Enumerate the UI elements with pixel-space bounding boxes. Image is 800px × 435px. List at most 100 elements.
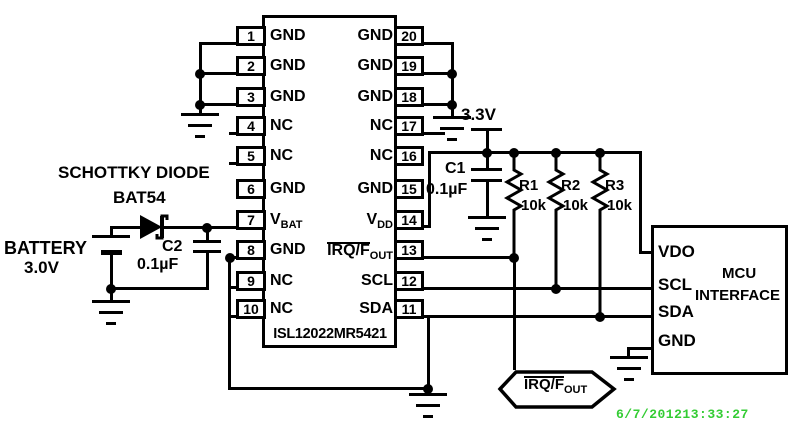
ground-bar: [181, 113, 219, 116]
wire-segment: [451, 42, 454, 117]
ground-bar: [475, 227, 499, 230]
resistor-r3-value: 10k: [607, 197, 633, 214]
wire-segment: [200, 42, 236, 45]
capacitor-c2-plate: [193, 240, 221, 243]
wire-segment: [200, 103, 236, 106]
ic-pin-3-label: GND: [270, 88, 306, 105]
wire-segment: [427, 316, 430, 390]
ground-bar: [195, 135, 205, 138]
timestamp: 6/7/201213:33:27: [616, 407, 749, 422]
capacitor-c2-value: 0.1µF: [137, 256, 179, 273]
ic-pin-7-label: VBAT: [270, 211, 303, 232]
ic-pin-14-box: 14: [394, 210, 424, 230]
ic-pin-15-label: GND: [357, 180, 393, 197]
junction-dot: [202, 223, 212, 233]
ground-bar: [423, 415, 433, 418]
resistor-r1-symbol: [503, 150, 525, 257]
mcu-pin-scl: SCL: [658, 275, 692, 294]
capacitor-c1-value: 0.1µF: [426, 181, 468, 198]
wire-segment: [229, 162, 237, 165]
ic-pin-19-box: 19: [394, 56, 424, 76]
ground-bar: [447, 138, 457, 141]
ic-pin-8-label: GND: [270, 241, 306, 258]
ic-pin-20-box: 20: [394, 26, 424, 46]
ic-pin-11-box: 11: [394, 299, 424, 319]
ic-pin-3-box: 3: [236, 87, 266, 107]
junction-dot: [509, 253, 519, 263]
resistor-r1-name: R1: [519, 177, 539, 194]
battery-label: BATTERY: [4, 238, 87, 258]
wire-segment: [110, 287, 209, 290]
resistor-r2-name: R2: [561, 177, 581, 194]
wire-segment: [639, 251, 652, 254]
ic-pin-1-box: 1: [236, 26, 266, 46]
irq-fout-flag-label: IRQ/FOUT: [524, 376, 588, 396]
ground-bar: [433, 116, 471, 119]
ic-pin-17-box: 17: [394, 116, 424, 136]
ground-bar: [610, 356, 648, 359]
ground-bar: [617, 367, 641, 370]
resistor-r2-symbol: [545, 150, 567, 288]
ic-pin-11-label: SDA: [359, 300, 393, 317]
ic-pin-5-label: NC: [270, 147, 294, 164]
junction-dot: [482, 148, 492, 158]
schottky-diode-symbol: [140, 214, 169, 240]
mcu-interface-box: [651, 225, 788, 375]
ground-bar: [409, 393, 447, 396]
battery-plate-negative: [101, 250, 122, 255]
mcu-pin-gnd: GND: [658, 331, 696, 350]
battery-plate-positive: [92, 235, 130, 238]
mcu-title-line2: INTERFACE: [695, 287, 781, 304]
wire-segment: [228, 387, 430, 390]
wire-segment: [639, 151, 642, 254]
ic-pin-12-box: 12: [394, 271, 424, 291]
wire-segment: [423, 72, 452, 75]
capacitor-c1-plate: [471, 168, 502, 171]
ic-pin-15-box: 15: [394, 179, 424, 199]
ic-pin-20-label: GND: [357, 27, 393, 44]
ic-pin-2-box: 2: [236, 56, 266, 76]
ground-bar: [440, 127, 464, 130]
ic-pin-1-label: GND: [270, 27, 306, 44]
ic-pin-16-box: 16: [394, 146, 424, 166]
ic-pin-6-label: GND: [270, 180, 306, 197]
ic-pin-18-label: GND: [357, 88, 393, 105]
resistor-r2-value: 10k: [563, 197, 589, 214]
mcu-title: MCU: [722, 265, 757, 282]
ground-bar: [99, 311, 123, 314]
wire-segment: [423, 103, 452, 106]
wire-segment: [229, 286, 237, 289]
resistor-r3-symbol: [589, 150, 611, 316]
wire-segment: [627, 347, 652, 350]
junction-dot: [195, 100, 205, 110]
wire-segment: [513, 256, 516, 370]
battery-voltage-label: 3.0V: [24, 258, 59, 277]
capacitor-c2-plate: [193, 250, 221, 253]
wire-segment: [206, 252, 209, 290]
wire-segment: [627, 347, 630, 357]
supply-voltage-label: 3.3V: [461, 105, 496, 124]
mcu-pin-sda: SDA: [658, 302, 694, 321]
wire-segment: [423, 132, 445, 135]
wire-segment: [423, 256, 516, 259]
ground-bar: [416, 404, 440, 407]
resistor-r1-value: 10k: [521, 197, 547, 214]
ic-part-number: ISL12022MR5421: [273, 326, 387, 342]
junction-dot: [225, 253, 235, 263]
wire-segment: [200, 72, 236, 75]
ic-pin-8-box: 8: [236, 240, 266, 260]
mcu-pin-vdo: VDO: [658, 242, 695, 261]
junction-dot: [106, 284, 116, 294]
ic-pin-10-box: 10: [236, 299, 266, 319]
wire-segment: [423, 42, 452, 45]
junction-dot: [447, 100, 457, 110]
wire-segment: [486, 181, 489, 217]
ic-pin-19-label: GND: [357, 57, 393, 74]
ic-pin-12-label: SCL: [361, 272, 393, 289]
ic-pin-4-label: NC: [270, 117, 294, 134]
supply-rail-bar: [471, 128, 502, 131]
ic-pin-16-label: NC: [369, 147, 393, 164]
wire-segment: [229, 315, 237, 318]
ic-pin-9-box: 9: [236, 271, 266, 291]
